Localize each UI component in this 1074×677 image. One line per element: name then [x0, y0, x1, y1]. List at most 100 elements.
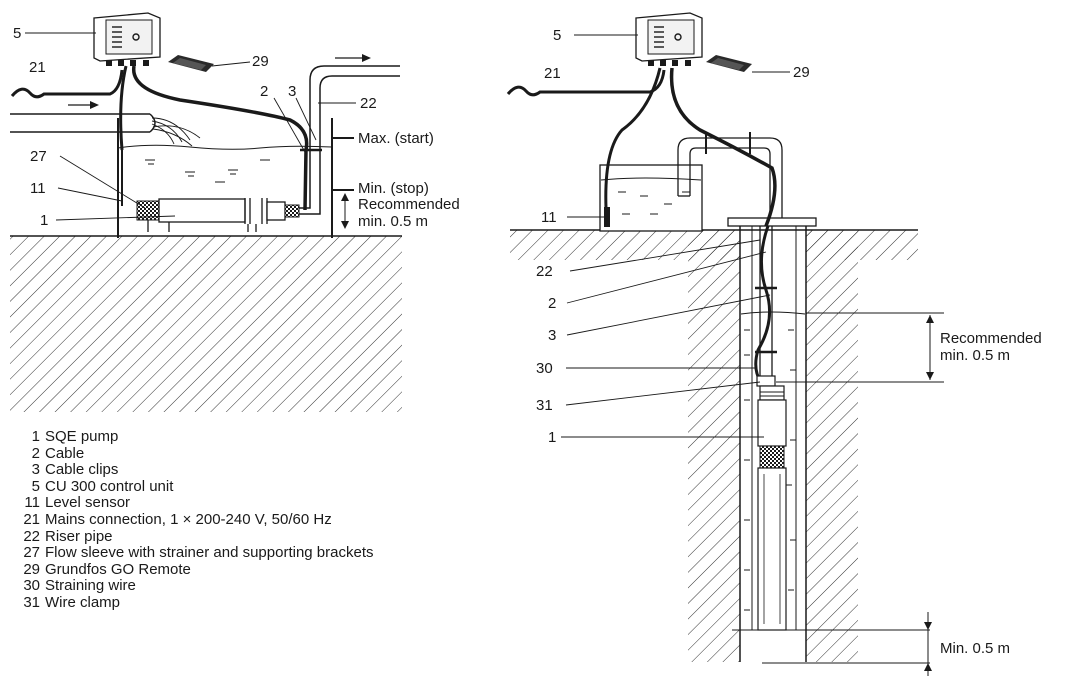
legend-text: CU 300 control unit [45, 477, 174, 495]
left-pump-body [158, 198, 246, 223]
legend-number: 21 [23, 510, 40, 528]
legend-item: 22 Riser pipe [18, 527, 374, 546]
right-callout-22: 22 [536, 263, 553, 280]
right-callout-2: 2 [548, 295, 556, 312]
left-callout-22: 22 [360, 95, 377, 112]
right-callout-21: 21 [544, 65, 561, 82]
right-mains-cable [506, 69, 666, 97]
left-callout-1: 1 [40, 212, 48, 229]
left-callout-11: 11 [30, 180, 46, 197]
inflow-water-jet [151, 117, 201, 147]
right-borehole-wall-left [688, 230, 740, 662]
legend-item: 21 Mains connection, 1 × 200-240 V, 50/60… [18, 510, 374, 529]
legend-text: Grundfos GO Remote [45, 560, 191, 578]
legend-number: 27 [23, 544, 40, 562]
legend-item: 31 Wire clamp [18, 593, 374, 612]
left-level-marker-min [331, 180, 354, 230]
left-go-remote [168, 55, 214, 72]
left-sensor-cable [119, 65, 128, 151]
right-pump-head [759, 385, 785, 401]
right-pump-cable-down [754, 225, 772, 385]
left-control-unit [93, 12, 161, 66]
right-borehole-wall-right [806, 230, 858, 662]
right-go-remote [706, 55, 752, 72]
right-min-label: Min. 0.5 m [940, 640, 1010, 657]
left-installation: Max. (start) Min. (stop) Recommended min… [10, 12, 460, 412]
left-pump-head [266, 201, 286, 221]
left-pump-rings [244, 198, 268, 224]
legend-text: Cable [45, 444, 85, 462]
right-recommended-label-2: min. 0.5 m [940, 347, 1010, 364]
legend-number: 1 [31, 428, 40, 445]
legend-item: 5 CU 300 control unit [18, 477, 374, 496]
legend-item: 27 Flow sleeve with strainer and supporti… [18, 544, 374, 562]
left-callout-2: 2 [260, 83, 268, 100]
left-level-max-label: Max. (start) [358, 130, 434, 147]
right-callout-30: 30 [536, 360, 553, 377]
right-callout-3: 3 [548, 327, 556, 344]
left-level-min-label: Min. (stop) [358, 180, 429, 197]
right-wire-clamp [756, 375, 776, 387]
right-installation: Min. 0.5 m Recommended min. 0.5 m [506, 12, 1042, 676]
right-surface-pipe [677, 137, 783, 218]
legend-number: 11 [24, 494, 40, 512]
flow-arrow-in [68, 101, 99, 109]
legend-text: Straining wire [45, 577, 136, 595]
left-mains-cable [10, 69, 124, 99]
legend-number: 2 [31, 444, 40, 462]
legend-number: 22 [23, 527, 40, 545]
left-callout-21: 21 [29, 59, 46, 76]
left-recommended-dimension [341, 193, 349, 229]
legend-item: 29 Grundfos GO Remote [18, 560, 374, 579]
right-water-tank [599, 164, 703, 232]
left-water-marks [145, 159, 270, 183]
legend-text: Riser pipe [45, 527, 113, 545]
left-water-surface [117, 144, 333, 150]
left-callout-3: 3 [288, 83, 296, 100]
right-recommended-label-1: Recommended [940, 330, 1042, 347]
right-min-dimension [924, 612, 932, 676]
legend-number: 5 [31, 477, 40, 495]
legend-item: 11 Level sensor [18, 495, 374, 512]
left-level-marker-max [331, 124, 354, 150]
right-control-unit [635, 12, 703, 66]
right-recommended-dimension [926, 315, 934, 380]
left-callout-27: 27 [30, 148, 47, 165]
legend-text: Flow sleeve with strainer and supporting… [45, 544, 374, 562]
left-riser-pipe [299, 65, 400, 209]
legend-text: Mains connection, 1 × 200-240 V, 50/60 H… [45, 510, 332, 528]
legend-item: 2 Cable [18, 444, 374, 463]
legend: 1 SQE pump 2 Cable 3 Cable clips 5 CU 300 contr… [18, 428, 374, 612]
right-callout-1: 1 [548, 429, 556, 446]
right-well-head-plate [727, 217, 817, 227]
legend-text: Level sensor [45, 494, 131, 512]
flow-arrow-out [335, 54, 371, 62]
right-callout-11: 11 [541, 209, 557, 226]
legend-text: Cable clips [45, 461, 119, 479]
left-ground-hatch [10, 236, 402, 412]
legend-number: 30 [23, 577, 40, 595]
right-pump-cable [669, 67, 777, 227]
right-callout-31: 31 [536, 397, 553, 414]
right-level-sensor [604, 207, 610, 227]
legend-number: 3 [31, 461, 40, 479]
legend-number: 29 [23, 560, 40, 578]
left-callout-29: 29 [252, 53, 269, 70]
inflow-pipe-end [149, 113, 156, 133]
right-sensor-cable [604, 67, 662, 209]
right-pump-body [757, 399, 787, 447]
left-pump-cable [132, 65, 309, 211]
right-callout-5: 5 [553, 27, 561, 44]
left-recommended-label-1: Recommended [358, 196, 460, 213]
legend-number: 31 [23, 593, 40, 611]
left-recommended-label-2: min. 0.5 m [358, 213, 428, 230]
right-pump-motor [757, 467, 787, 631]
right-callout-29: 29 [793, 64, 810, 81]
legend-item: 30 Straining wire [18, 578, 374, 595]
legend-item: 1 SQE pump [18, 428, 374, 446]
left-callout-5: 5 [13, 25, 21, 42]
legend-text: Wire clamp [45, 593, 121, 611]
legend-text: SQE pump [45, 428, 119, 445]
right-pump-strainer [759, 445, 785, 469]
